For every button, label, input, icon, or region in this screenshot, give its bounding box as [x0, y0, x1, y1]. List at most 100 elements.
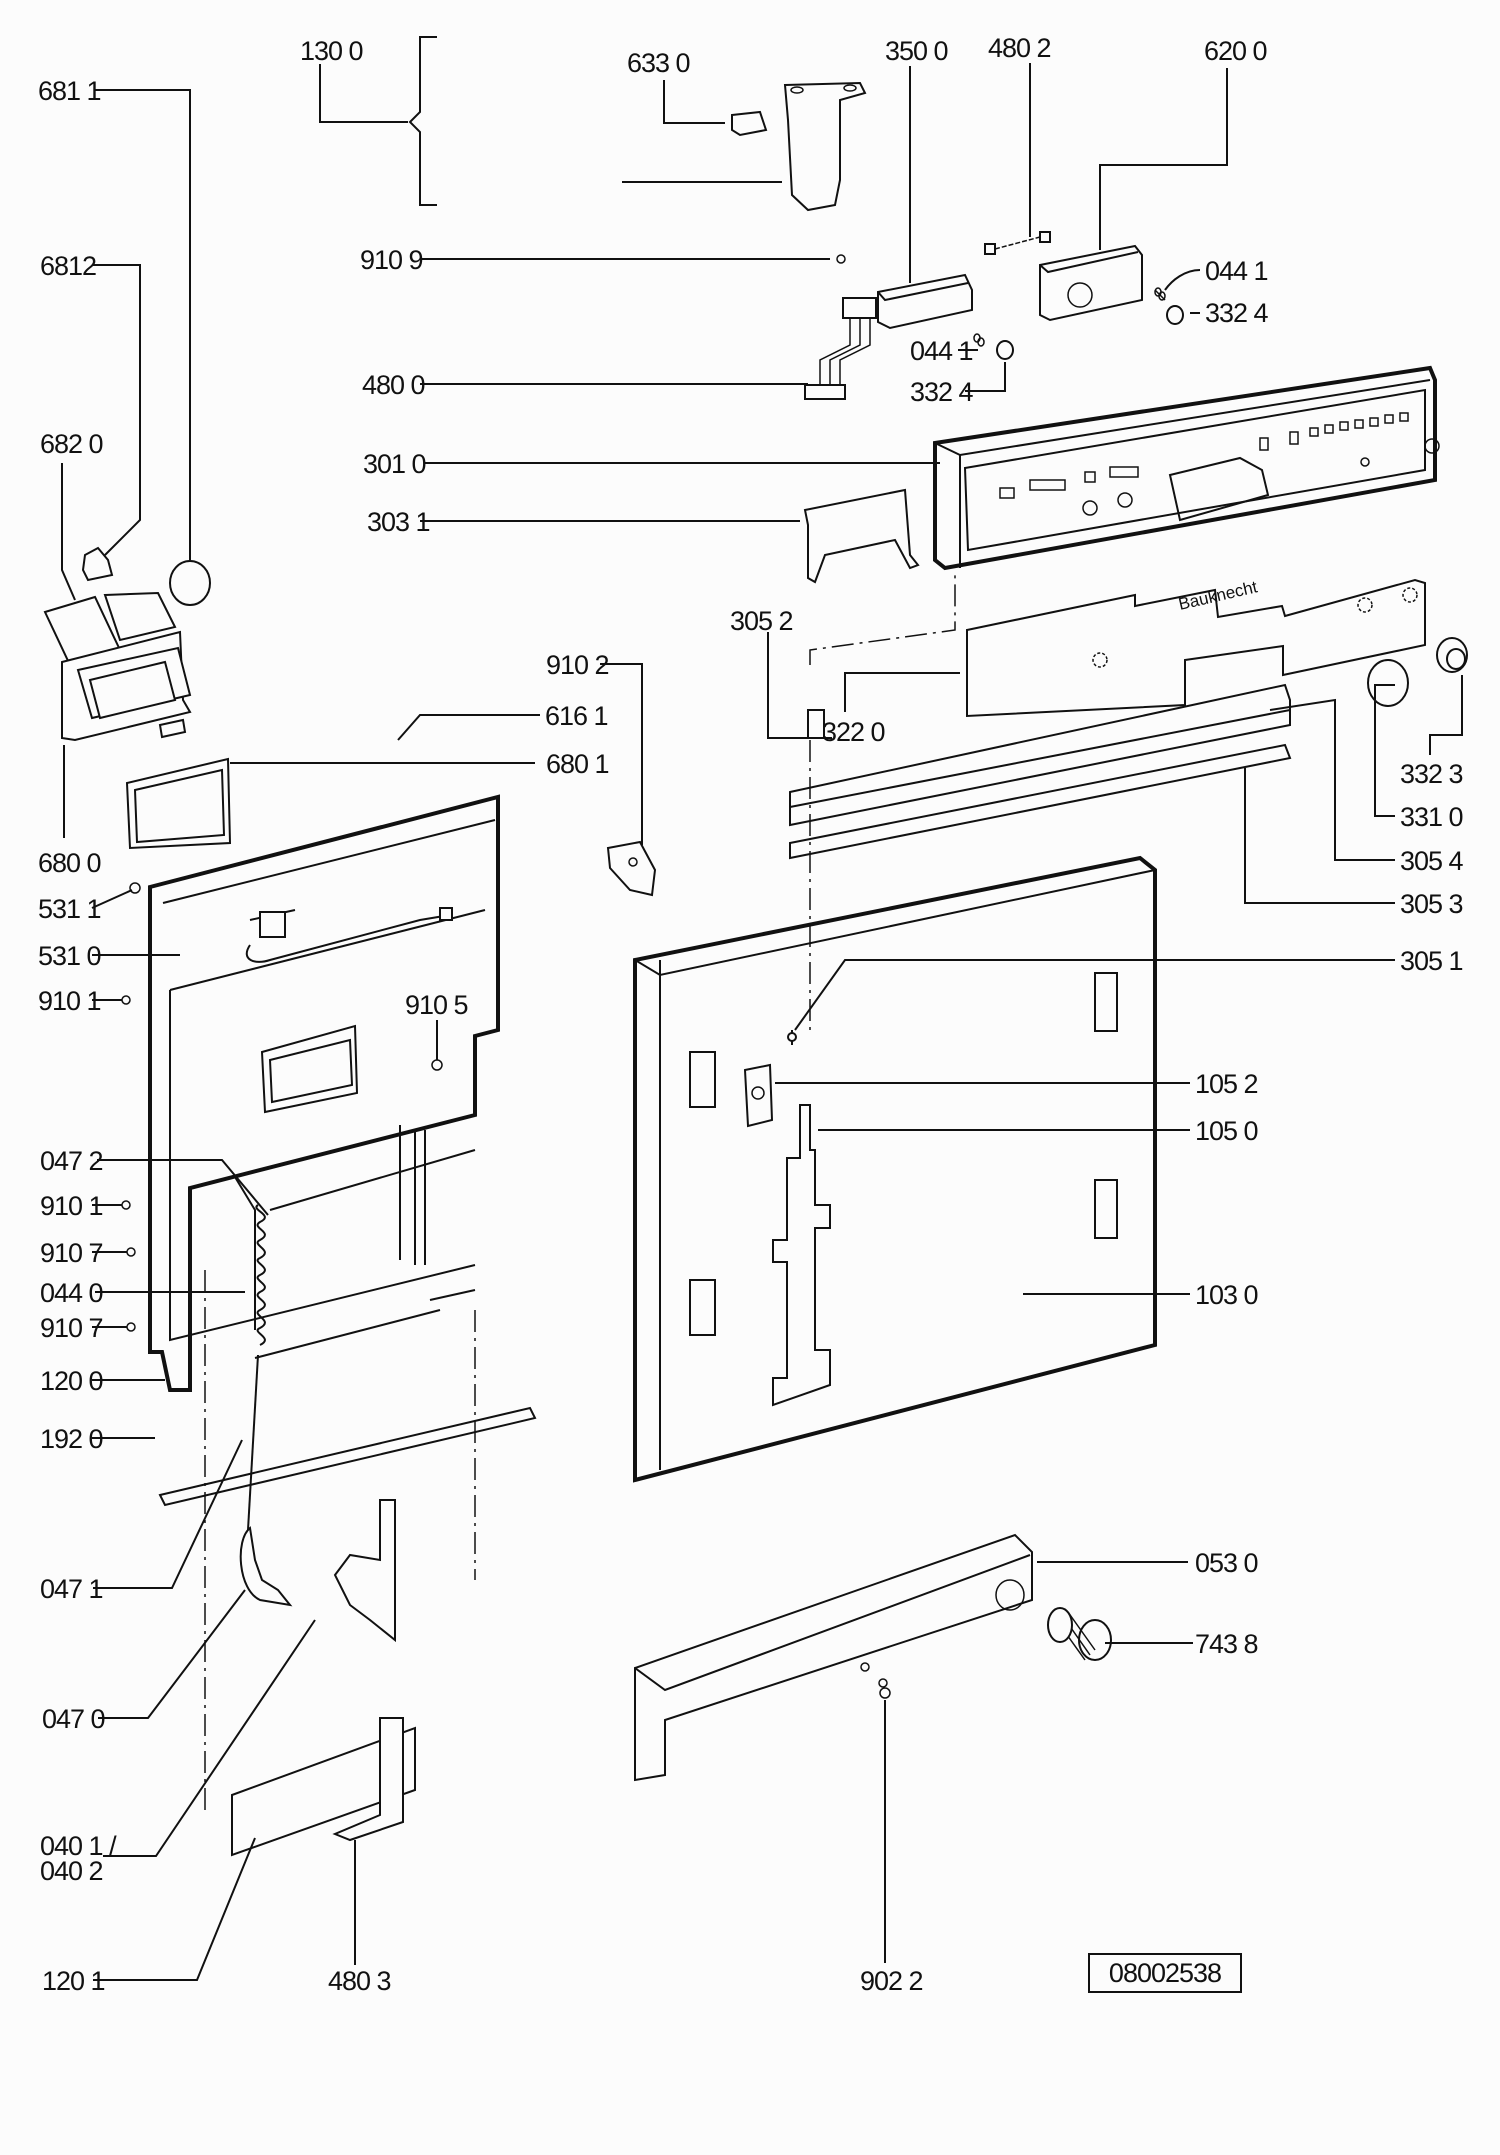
part-1920-rail — [158, 1406, 537, 1507]
part-0470-bracket — [239, 1526, 293, 1607]
part-labels: 681 1 6812 682 0 130 0 633 0 910 9 480 0… — [38, 33, 1465, 1996]
label-3010: 301 0 — [363, 449, 426, 479]
part-0441-spring — [1154, 287, 1166, 301]
label-3500: 350 0 — [885, 36, 948, 66]
label-6161: 616 1 — [545, 701, 608, 731]
part-6811-cap — [169, 560, 211, 606]
label-3324-mid: 332 4 — [910, 377, 974, 407]
part-9107-screw — [126, 1247, 136, 1257]
label-0441-right: 044 1 — [1205, 256, 1268, 286]
label-3324-right: 332 4 — [1205, 298, 1269, 328]
part-7438-spring — [1047, 1607, 1112, 1661]
part-3051-screw — [787, 1032, 797, 1042]
label-1201: 120 1 — [42, 1966, 105, 1996]
part-3220-panel-front: Bauknecht — [966, 577, 1426, 718]
part-3324-cap — [1166, 305, 1184, 325]
part-0530-base-panel — [634, 1533, 1033, 1782]
label-9105: 910 5 — [405, 990, 468, 1020]
label-1300: 130 0 — [300, 36, 363, 66]
label-3310: 331 0 — [1400, 802, 1463, 832]
part-9105-screw — [431, 1059, 443, 1071]
label-6800: 680 0 — [38, 848, 101, 878]
label-0471: 047 1 — [40, 1574, 103, 1604]
part-6200-programmer — [1039, 244, 1143, 322]
part-9022-screw — [878, 1678, 891, 1699]
assembly-axis — [809, 570, 956, 665]
reference-number-box: 08002538 — [1088, 1953, 1242, 1993]
part-9101-screw — [121, 995, 131, 1005]
leader-lines — [61, 36, 1463, 1981]
part-0401-hinge-arm — [333, 1499, 396, 1643]
part-0440-spring — [255, 1204, 266, 1346]
label-6811: 681 1 — [38, 76, 101, 106]
label-6200: 620 0 — [1204, 36, 1267, 66]
label-1200: 120 0 — [40, 1366, 103, 1396]
part-3010-control-panel — [933, 365, 1440, 571]
part-0441-spring — [973, 333, 985, 347]
part-4803-bracket — [332, 1717, 404, 1842]
label-9101-b: 910 1 — [40, 1191, 103, 1221]
label-9101-a: 910 1 — [38, 986, 101, 1016]
label-3220: 322 0 — [822, 717, 885, 747]
label-3031: 303 1 — [367, 507, 430, 537]
label-0441-mid: 044 1 — [910, 336, 973, 366]
label-6812: 6812 — [40, 251, 96, 281]
part-0471-rod — [247, 1354, 259, 1531]
label-1052: 105 2 — [1195, 1069, 1258, 1099]
label-4803: 480 3 — [328, 1966, 391, 1996]
part-9109-screw — [836, 254, 846, 264]
part-3053-trim-strip — [789, 743, 1292, 860]
label-1030: 103 0 — [1195, 1280, 1258, 1310]
label-1050: 105 0 — [1195, 1116, 1258, 1146]
part-4800-harness — [804, 297, 877, 400]
label-6801: 680 1 — [546, 749, 609, 779]
part-9101-screw — [121, 1200, 131, 1210]
part-3324-cap — [996, 340, 1014, 360]
part-6800-dispenser — [43, 591, 192, 742]
label-0401: 040 1 / — [40, 1831, 117, 1861]
label-0470: 047 0 — [42, 1704, 105, 1734]
part-1201-door-base — [231, 1717, 416, 1857]
label-1920: 192 0 — [40, 1424, 103, 1454]
part-1052-latch — [743, 1063, 774, 1128]
label-6820: 682 0 — [40, 429, 103, 459]
label-9107-b: 910 7 — [40, 1313, 103, 1343]
part-9107-screw — [126, 1322, 136, 1332]
label-0530: 053 0 — [1195, 1548, 1258, 1578]
label-7438: 743 8 — [1195, 1629, 1258, 1659]
label-3052: 305 2 — [730, 606, 793, 636]
label-4800: 480 0 — [362, 370, 425, 400]
part-3054-trim-strip — [789, 683, 1291, 827]
reference-number: 08002538 — [1109, 1958, 1221, 1988]
label-6330: 633 0 — [627, 48, 690, 78]
label-5311: 531 1 — [38, 894, 101, 924]
part-6801-gasket — [125, 757, 232, 850]
label-3054: 305 4 — [1400, 846, 1464, 876]
label-3051: 305 1 — [1400, 946, 1463, 976]
label-5310: 531 0 — [38, 941, 101, 971]
label-3323: 332 3 — [1400, 759, 1463, 789]
part-5311-nut — [129, 882, 141, 894]
part-4802-cable — [984, 231, 1051, 255]
part-1030-outer-door — [633, 855, 1157, 1483]
label-4802: 480 2 — [988, 33, 1051, 63]
part-1300-lock — [783, 81, 867, 212]
label-0472: 047 2 — [40, 1146, 103, 1176]
part-3310-knob — [1367, 659, 1409, 707]
label-0402: 040 2 — [40, 1856, 103, 1886]
part-6330-microswitch — [731, 110, 768, 137]
label-9107-a: 910 7 — [40, 1238, 103, 1268]
label-3053: 305 3 — [1400, 889, 1463, 919]
part-1200-inner-door — [148, 794, 657, 1392]
part-1050-hinge-plate — [772, 1104, 831, 1407]
label-0440: 044 0 — [40, 1278, 103, 1308]
part-3031-handle — [803, 488, 920, 584]
label-9109: 910 9 — [360, 245, 423, 275]
label-9022: 902 2 — [860, 1966, 923, 1996]
part-3323-knob-cap — [1436, 637, 1468, 673]
part-6812-clip — [81, 546, 114, 582]
part-3500-module — [877, 273, 973, 330]
label-9102: 910 2 — [546, 650, 609, 680]
